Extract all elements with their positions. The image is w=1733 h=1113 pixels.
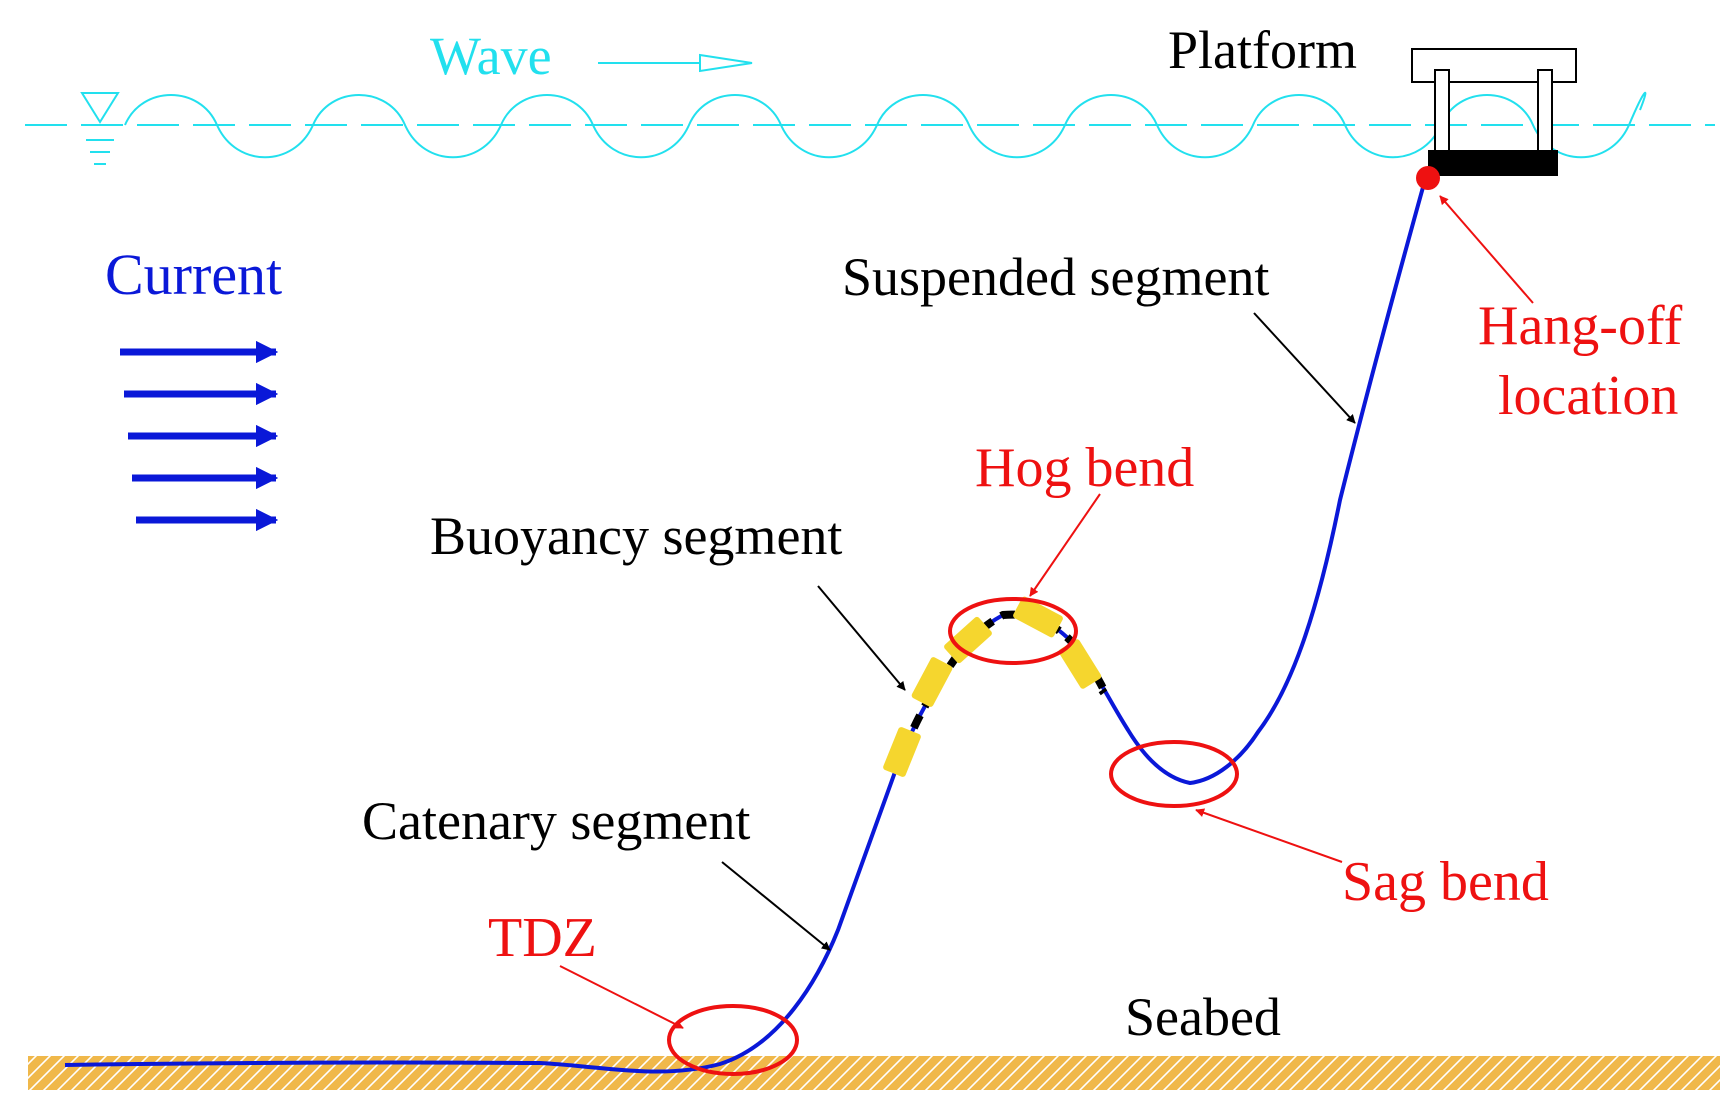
catenary-segment-leader: [721, 861, 831, 951]
buoyancy-module: [883, 727, 921, 777]
current-arrows: [120, 340, 279, 532]
suspended-segment-label: Suspended segment: [842, 247, 1269, 307]
platform-label: Platform: [1168, 20, 1357, 80]
hang-off-point: [1416, 166, 1440, 190]
seabed-label: Seabed: [1125, 987, 1281, 1047]
current-label: Current: [105, 242, 282, 307]
buoyancy-module: [1013, 596, 1063, 638]
hog-bend-leader: [1029, 493, 1101, 597]
suspended-segment-leader: [1253, 312, 1356, 424]
water-level-icon: [80, 92, 120, 165]
sag-bend-ellipse: [1109, 740, 1239, 808]
sag-bend-leader: [1195, 808, 1343, 863]
platform: [1411, 48, 1577, 176]
buoyancy-module: [1058, 639, 1102, 689]
hang-off-leader: [1439, 195, 1534, 304]
buoyancy-segment-core: [891, 610, 1110, 774]
buoyancy-modules: [883, 596, 1102, 777]
hog-bend-label: Hog bend: [975, 437, 1194, 499]
hog-bend-ellipse: [948, 597, 1078, 665]
catenary-segment-label: Catenary segment: [362, 791, 750, 851]
tdz-ellipse: [667, 1004, 799, 1076]
tdz-label: TDZ: [488, 907, 597, 969]
tdz-leader: [559, 965, 684, 1029]
wave-direction-arrow-icon: [598, 53, 753, 73]
riser-line: [64, 179, 1427, 1074]
buoyancy-module: [911, 657, 953, 707]
buoyancy-segment-label: Buoyancy segment: [430, 506, 842, 566]
sag-bend-label: Sag bend: [1342, 851, 1549, 913]
buoyancy-segment-leader: [817, 585, 906, 691]
hang-off-label-line2: location: [1498, 365, 1678, 427]
hang-off-label-line1: Hang-off: [1478, 295, 1683, 357]
wave-label: Wave: [430, 26, 552, 86]
buoyancy-module: [944, 616, 992, 664]
